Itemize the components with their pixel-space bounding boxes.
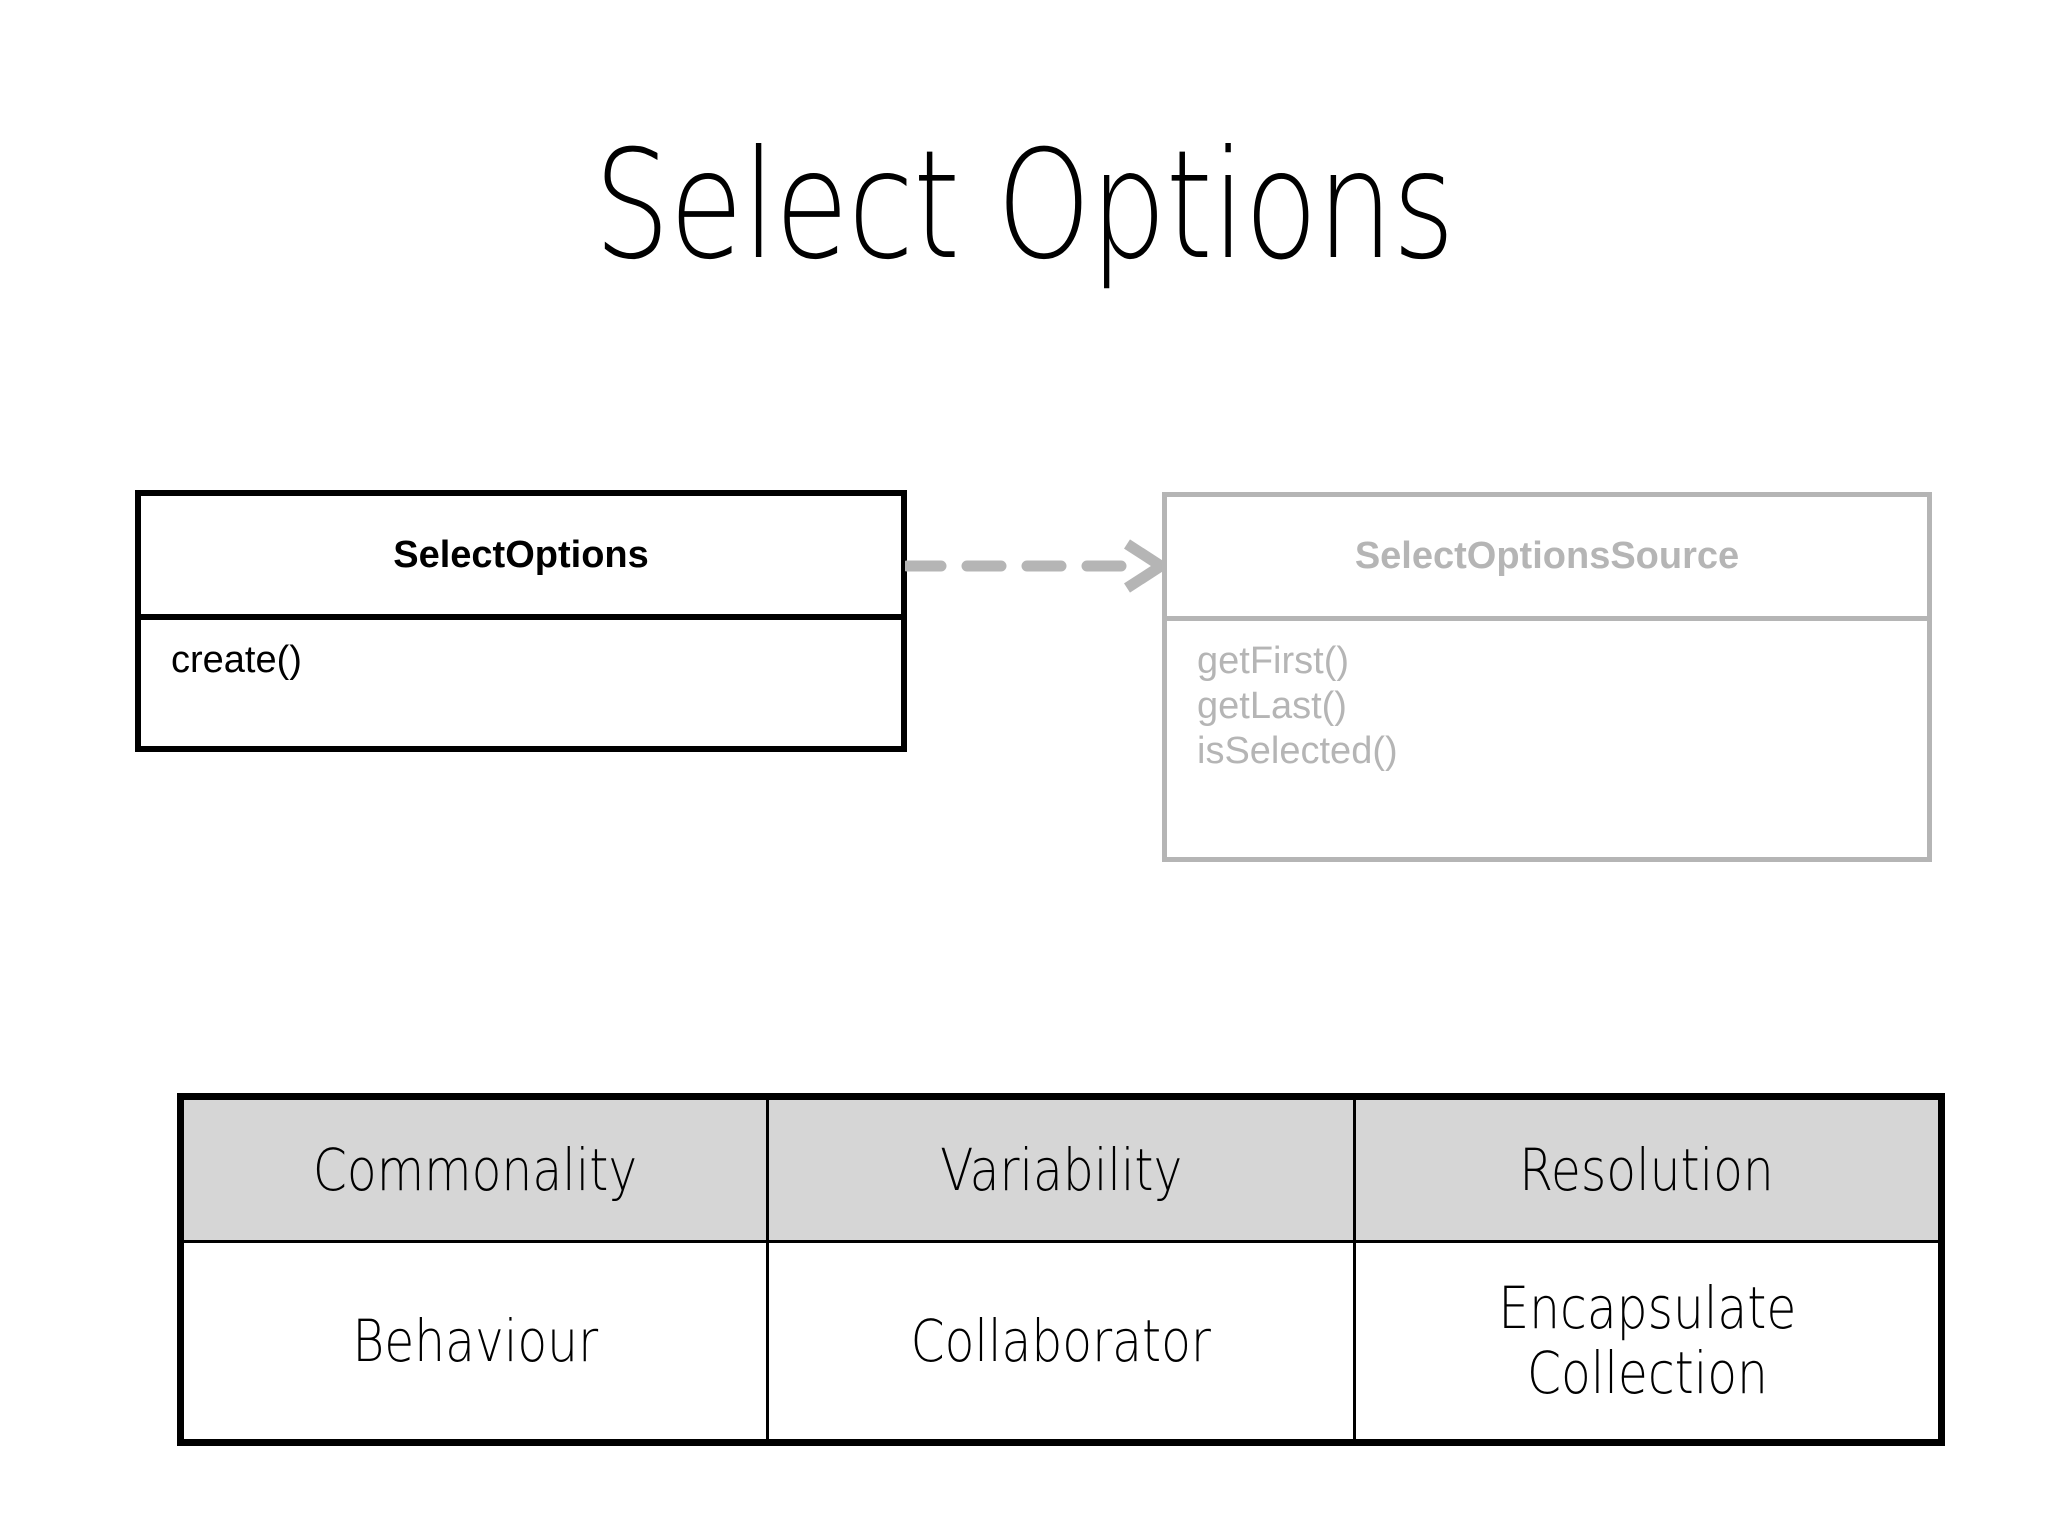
table-cell-variability: Collaborator [766,1240,1356,1444]
table-header-variability: Variability [766,1095,1356,1243]
uml-members-select-options: create() [141,620,901,746]
uml-class-select-options: SelectOptions create() [135,490,907,752]
table-cell-commonality: Behaviour [179,1240,769,1444]
table-header-commonality-label: Commonality [312,1136,638,1204]
cvr-table: Commonality Variability Resolution Behav… [177,1093,1945,1446]
table-header-resolution: Resolution [1353,1095,1943,1243]
table-header-resolution-label: Resolution [1519,1136,1775,1204]
table-cell-resolution: Encapsulate Collection [1353,1240,1943,1444]
table-header-commonality: Commonality [179,1095,769,1243]
uml-class-name-select-options-source: SelectOptionsSource [1167,497,1927,621]
uml-class-select-options-source: SelectOptionsSource getFirst() getLast()… [1162,492,1932,862]
table-header-row: Commonality Variability Resolution [179,1095,1943,1243]
table-row: Behaviour Collaborator Encapsulate Colle… [179,1240,1943,1444]
dependency-arrow-icon [905,539,1167,593]
table-cell-commonality-value: Behaviour [352,1306,598,1375]
table-cell-resolution-line2: Collection [1526,1339,1768,1407]
uml-member-get-last: getLast() [1197,684,1347,727]
dependency-arrowhead-icon [1124,539,1167,593]
table-cell-resolution-line1: Encapsulate [1498,1274,1796,1343]
uml-member-is-selected: isSelected() [1197,729,1398,772]
uml-member-get-first: getFirst() [1197,640,1349,682]
uml-members-select-options-source: getFirst() getLast() isSelected() [1167,621,1927,857]
table-header-variability-label: Variability [939,1136,1183,1204]
uml-member-create: create() [171,639,302,681]
page-title: Select Options [593,119,1455,293]
uml-class-name-select-options: SelectOptions [141,496,901,620]
table-cell-variability-value: Collaborator [910,1306,1212,1375]
